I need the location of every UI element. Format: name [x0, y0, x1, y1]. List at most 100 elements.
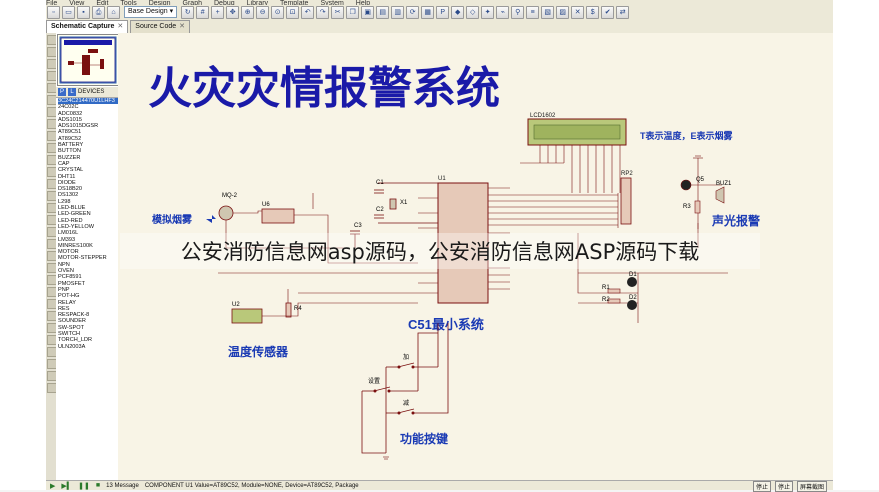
cut-icon[interactable]: ✂ [331, 5, 345, 19]
led-d2[interactable] [627, 300, 637, 310]
device-list-item[interactable]: CAP [58, 160, 70, 167]
u6-chip[interactable] [261, 208, 295, 224]
menu-item[interactable]: Graph [182, 0, 202, 5]
device-list-item[interactable]: AT89C51 [58, 129, 82, 136]
undo-icon[interactable]: ↶ [301, 5, 315, 19]
block-delete-icon[interactable]: ▦ [421, 5, 435, 19]
device-list-item[interactable]: LM016L [58, 230, 79, 237]
package-icon[interactable]: ◇ [466, 5, 480, 19]
redo-icon[interactable]: ↷ [316, 5, 330, 19]
origin-icon[interactable]: + [211, 5, 225, 19]
device-list-item[interactable]: OVEN [58, 268, 74, 275]
device-list-item[interactable]: BUZZER [58, 154, 81, 161]
zoom-in-icon[interactable]: ⊕ [241, 5, 255, 19]
device-list-item[interactable]: LED-BLUE [58, 205, 86, 212]
temp-sensor-u2[interactable] [231, 308, 263, 324]
device-list-item[interactable]: ADC0832 [58, 110, 83, 117]
remove-sheet-icon[interactable]: ✕ [571, 5, 585, 19]
device-list-item[interactable]: SW-SPOT [58, 324, 85, 331]
q5-transistor[interactable] [680, 179, 692, 191]
print-icon[interactable]: ⎙ [92, 5, 105, 19]
device-list-item[interactable]: MINRES100K [58, 242, 93, 249]
device-list-item[interactable]: NPN [58, 261, 70, 268]
device-list-item[interactable]: BATTERY [58, 142, 84, 149]
open-icon[interactable]: ▭ [62, 5, 75, 19]
device-list-item[interactable]: DS1302 [58, 192, 79, 199]
tab-source-code[interactable]: Source Code ✕ [130, 20, 191, 33]
close-icon[interactable]: ✕ [179, 23, 186, 30]
new-icon[interactable]: ▫ [47, 5, 60, 19]
buzzer-icon[interactable] [715, 186, 725, 204]
pause-icon[interactable]: ❚❚ [78, 482, 90, 490]
menu-item[interactable]: Template [280, 0, 309, 5]
schematic-canvas[interactable]: 火灾灾情报警系统 LCD1602 T表示温度，E表示烟雾 [118, 33, 833, 480]
refresh-icon[interactable]: ↻ [181, 5, 195, 19]
menu-item[interactable]: System [320, 0, 344, 5]
block-copy-icon[interactable]: ▤ [376, 5, 390, 19]
property-tool-icon[interactable]: ≡ [526, 5, 540, 19]
r1-resistor[interactable] [607, 288, 621, 294]
device-list-item[interactable]: SWITCH [58, 330, 81, 337]
device-list-item[interactable]: PNP [58, 286, 70, 293]
decompose-icon[interactable]: ✦ [481, 5, 495, 19]
device-list-item[interactable]: LED-GREEN [58, 211, 91, 218]
device-list-item[interactable]: PMOSFET [58, 280, 86, 287]
netlist-icon[interactable]: ⇄ [616, 5, 630, 19]
menu-item[interactable]: Help [355, 0, 371, 5]
step-icon[interactable]: ▶▍ [61, 482, 73, 490]
zoom-all-icon[interactable]: ⊙ [271, 5, 285, 19]
block-rotate-icon[interactable]: ⟳ [406, 5, 420, 19]
menu-item[interactable]: Tools [120, 0, 137, 5]
device-list-item[interactable]: LED-RED [58, 217, 83, 224]
device-list-item[interactable]: L298 [58, 198, 71, 205]
messages-count[interactable]: 13 Message [106, 482, 139, 489]
menu-item[interactable]: Library [246, 0, 269, 5]
close-icon[interactable]: ✕ [117, 23, 124, 30]
menu-item[interactable]: Debug [214, 0, 235, 5]
mcu-u1[interactable] [437, 182, 489, 304]
device-list-item[interactable]: MOTOR [58, 249, 79, 256]
device-list-item[interactable]: MOTOR-STEPPER [58, 255, 107, 262]
overview-window[interactable] [57, 34, 119, 86]
pan-icon[interactable]: ✥ [226, 5, 240, 19]
play-icon[interactable]: ▶ [50, 482, 56, 490]
device-list-item[interactable]: POT-HG [58, 293, 80, 300]
device-list-item[interactable]: 3C24C214470U1LHF3 [58, 98, 118, 105]
design-select[interactable]: Base Design ▾ [124, 6, 178, 18]
menu-item[interactable]: View [69, 0, 85, 5]
device-list-item[interactable]: TORCH_LDR [58, 337, 93, 344]
erc-icon[interactable]: ✔ [601, 5, 615, 19]
bom-icon[interactable]: $ [586, 5, 600, 19]
search-icon[interactable]: ⚲ [511, 5, 525, 19]
device-list-item[interactable]: SOUNDER [58, 318, 86, 325]
device-list-item[interactable]: DHT11 [58, 173, 76, 180]
menu-item[interactable]: Edit [96, 0, 109, 5]
device-list-item[interactable]: LM393 [58, 236, 76, 243]
menu-item[interactable]: File [46, 0, 58, 5]
block-move-icon[interactable]: ▥ [391, 5, 405, 19]
r2-resistor[interactable] [607, 298, 621, 304]
design-explorer-icon[interactable]: ▧ [541, 5, 555, 19]
zoom-area-icon[interactable]: ⊡ [286, 5, 300, 19]
device-list-item[interactable]: 24C02C [58, 104, 79, 111]
device-list-item[interactable]: ADS1015DGSR [58, 123, 99, 130]
pick-devices-button[interactable]: P [58, 88, 66, 96]
device-list-item[interactable]: LED-YELLOW [58, 223, 95, 230]
r3-resistor[interactable] [694, 200, 701, 214]
led-d1[interactable] [627, 277, 637, 287]
new-sheet-icon[interactable]: ▨ [556, 5, 570, 19]
device-list-item[interactable]: RES [58, 305, 70, 312]
grid-icon[interactable]: # [196, 5, 210, 19]
device-list-item[interactable]: RESPACK-8 [58, 312, 90, 319]
device-list-item[interactable]: BUTTON [58, 148, 81, 155]
device-list-item[interactable]: PCF8591 [58, 274, 82, 281]
device-list-item[interactable]: AT89C52 [58, 135, 82, 142]
save-icon[interactable]: ▪ [77, 5, 90, 19]
device-list-item[interactable]: ADS1015 [58, 116, 82, 123]
r4-resistor[interactable] [285, 302, 292, 318]
device-list-item[interactable]: CRYSTAL [58, 167, 84, 174]
pick-device-icon[interactable]: P [436, 5, 450, 19]
device-list-item[interactable]: DS18B20 [58, 186, 82, 193]
make-device-icon[interactable]: ◆ [451, 5, 465, 19]
wire-autorouter-icon[interactable]: ⌁ [496, 5, 510, 19]
